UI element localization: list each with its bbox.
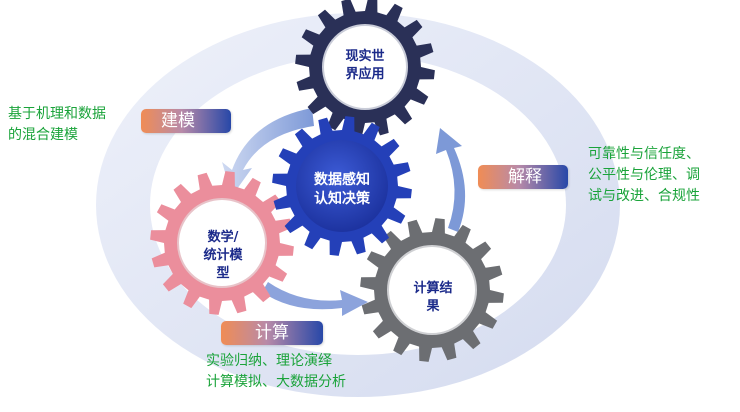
gear-math-statistical-model — [150, 171, 294, 315]
gear-left-hub — [177, 198, 267, 288]
tag-interpretation-text: 解释 — [508, 167, 542, 187]
gear-label-center: 数据感知 认知决策 — [314, 172, 370, 207]
tag-modeling: 建模 — [141, 109, 231, 133]
tag-computation: 计算 — [221, 321, 323, 345]
gear-center-hub — [296, 140, 388, 232]
gear-label-right: 计算结 果 — [413, 281, 453, 314]
tag-modeling-text: 建模 — [161, 111, 195, 131]
gear-label-left: 数学/ 统计模 型 — [203, 230, 243, 281]
gear-right-hub — [387, 245, 477, 335]
note-computation: 实验归纳、理论演绎 计算模拟、大数据分析 — [206, 353, 346, 390]
tag-computation-text: 计算 — [255, 323, 289, 343]
gear-real-world-application — [295, 0, 435, 137]
gear-data-perception-decision — [272, 116, 412, 256]
arrow-left-to-right — [262, 282, 368, 316]
note-modeling: 基于机理和数据 的混合建模 — [8, 106, 106, 143]
gear-top-hub — [322, 24, 408, 110]
gear-computation-results — [360, 218, 504, 362]
tag-interpretation: 解释 — [478, 165, 568, 189]
arrow-right-to-top — [436, 128, 466, 232]
arrow-top-to-left — [222, 108, 314, 196]
gear-label-top: 现实世 界应用 — [345, 49, 385, 82]
note-interpretation: 可靠性与信任度、 公平性与伦理、调 试与改进、合规性 — [588, 146, 700, 204]
